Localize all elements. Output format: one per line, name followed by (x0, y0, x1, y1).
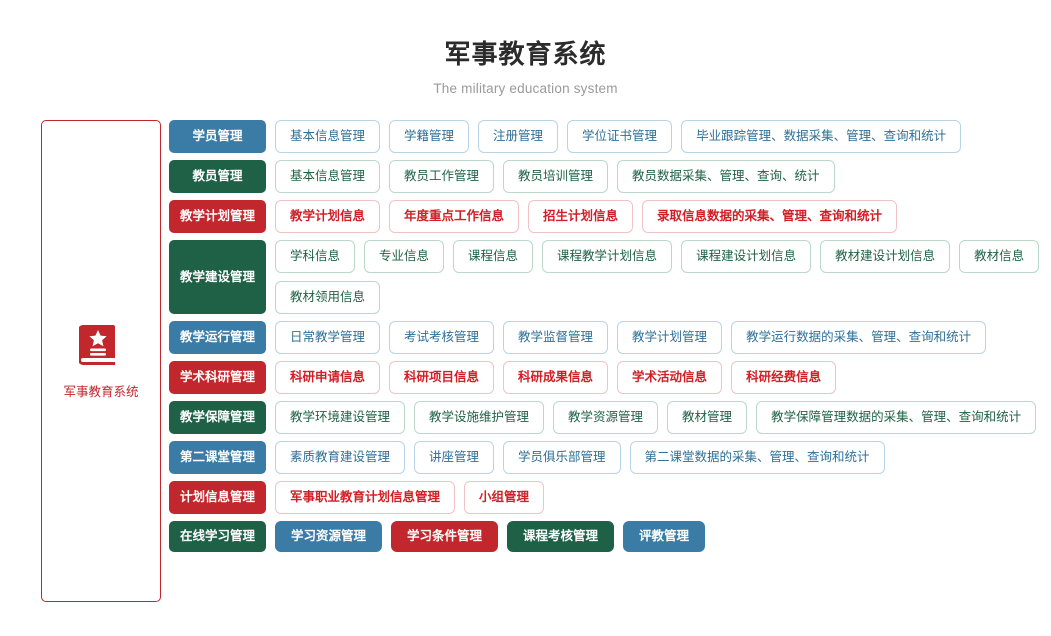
page-subtitle: The military education system (433, 81, 618, 96)
module-item[interactable]: 教员工作管理 (389, 160, 495, 193)
module-item[interactable]: 学习资源管理 (275, 521, 383, 552)
module-row-label[interactable]: 教学建设管理 (169, 240, 266, 314)
module-item[interactable]: 教学监督管理 (503, 321, 609, 354)
module-item[interactable]: 素质教育建设管理 (275, 441, 406, 474)
module-item-list: 基本信息管理学籍管理注册管理学位证书管理毕业跟踪管理、数据采集、管理、查询和统计 (275, 120, 1051, 153)
module-item[interactable]: 教学设施维护管理 (414, 401, 545, 434)
module-row: 教学计划管理教学计划信息年度重点工作信息招生计划信息录取信息数据的采集、管理、查… (169, 200, 1051, 233)
module-item[interactable]: 教学计划管理 (617, 321, 723, 354)
module-row-label[interactable]: 第二课堂管理 (169, 441, 266, 474)
module-row: 教员管理基本信息管理教员工作管理教员培训管理教员数据采集、管理、查询、统计 (169, 160, 1051, 193)
module-item-list: 科研申请信息科研项目信息科研成果信息学术活动信息科研经费信息 (275, 361, 1051, 394)
module-row: 教学运行管理日常教学管理考试考核管理教学监督管理教学计划管理教学运行数据的采集、… (169, 321, 1051, 354)
module-row-label[interactable]: 教员管理 (169, 160, 266, 193)
module-item[interactable]: 评教管理 (623, 521, 706, 552)
module-item[interactable]: 教学计划信息 (275, 200, 381, 233)
module-item[interactable]: 学科信息 (275, 240, 356, 273)
module-item[interactable]: 科研项目信息 (389, 361, 495, 394)
module-rows: 学员管理基本信息管理学籍管理注册管理学位证书管理毕业跟踪管理、数据采集、管理、查… (169, 120, 1051, 552)
module-item[interactable]: 教学环境建设管理 (275, 401, 406, 434)
module-item[interactable]: 学术活动信息 (617, 361, 723, 394)
module-item[interactable]: 教材管理 (667, 401, 748, 434)
module-row: 教学保障管理教学环境建设管理教学设施维护管理教学资源管理教材管理教学保障管理数据… (169, 401, 1051, 434)
module-item[interactable]: 科研成果信息 (503, 361, 609, 394)
module-row: 教学建设管理学科信息专业信息课程信息课程教学计划信息课程建设计划信息教材建设计划… (169, 240, 1051, 314)
module-item[interactable]: 基本信息管理 (275, 160, 381, 193)
module-item[interactable]: 学员俱乐部管理 (503, 441, 621, 474)
module-item[interactable]: 日常教学管理 (275, 321, 381, 354)
module-row-label[interactable]: 在线学习管理 (169, 521, 266, 552)
module-item[interactable]: 教员数据采集、管理、查询、统计 (617, 160, 835, 193)
module-row: 学员管理基本信息管理学籍管理注册管理学位证书管理毕业跟踪管理、数据采集、管理、查… (169, 120, 1051, 153)
module-item[interactable]: 第二课堂数据的采集、管理、查询和统计 (629, 441, 885, 474)
module-item[interactable]: 学习条件管理 (391, 521, 499, 552)
module-item[interactable]: 录取信息数据的采集、管理、查询和统计 (642, 200, 898, 233)
module-item[interactable]: 教材信息 (959, 240, 1040, 273)
module-item-list: 日常教学管理考试考核管理教学监督管理教学计划管理教学运行数据的采集、管理、查询和… (275, 321, 1051, 354)
module-item[interactable]: 教学资源管理 (553, 401, 659, 434)
module-item[interactable]: 小组管理 (464, 481, 545, 514)
module-row: 在线学习管理学习资源管理学习条件管理课程考核管理评教管理 (169, 521, 1051, 552)
module-item-list: 学习资源管理学习条件管理课程考核管理评教管理 (275, 521, 1051, 552)
module-item[interactable]: 注册管理 (478, 120, 559, 153)
page-title: 军事教育系统 (444, 39, 607, 69)
module-item-list: 教学环境建设管理教学设施维护管理教学资源管理教材管理教学保障管理数据的采集、管理… (275, 401, 1051, 434)
module-item[interactable]: 科研申请信息 (275, 361, 381, 394)
module-item-list: 学科信息专业信息课程信息课程教学计划信息课程建设计划信息教材建设计划信息教材信息… (275, 240, 1051, 314)
module-item[interactable]: 教员培训管理 (503, 160, 609, 193)
module-item[interactable]: 学位证书管理 (567, 120, 673, 153)
module-item[interactable]: 年度重点工作信息 (389, 200, 520, 233)
module-item[interactable]: 课程信息 (453, 240, 534, 273)
module-row-label[interactable]: 教学运行管理 (169, 321, 266, 354)
module-item[interactable]: 毕业跟踪管理、数据采集、管理、查询和统计 (681, 120, 962, 153)
module-row: 计划信息管理军事职业教育计划信息管理小组管理 (169, 481, 1051, 514)
system-card[interactable]: 军事教育系统 (41, 120, 161, 602)
module-row-label[interactable]: 计划信息管理 (169, 481, 266, 514)
module-item[interactable]: 基本信息管理 (275, 120, 381, 153)
module-item[interactable]: 课程考核管理 (507, 521, 615, 552)
module-row-label[interactable]: 教学计划管理 (169, 200, 266, 233)
module-item-list: 军事职业教育计划信息管理小组管理 (275, 481, 1051, 514)
module-row: 第二课堂管理素质教育建设管理讲座管理学员俱乐部管理第二课堂数据的采集、管理、查询… (169, 441, 1051, 474)
module-row-label[interactable]: 学员管理 (169, 120, 266, 153)
book-star-icon (78, 322, 123, 373)
module-row-label[interactable]: 学术科研管理 (169, 361, 266, 394)
module-item[interactable]: 课程建设计划信息 (681, 240, 812, 273)
module-item[interactable]: 教材领用信息 (275, 281, 381, 314)
module-item[interactable]: 专业信息 (364, 240, 445, 273)
module-item[interactable]: 教学保障管理数据的采集、管理、查询和统计 (756, 401, 1037, 434)
module-item[interactable]: 讲座管理 (414, 441, 495, 474)
module-row-label[interactable]: 教学保障管理 (169, 401, 266, 434)
page-header: 军事教育系统 The military education system (0, 0, 1051, 96)
module-item[interactable]: 招生计划信息 (528, 200, 634, 233)
system-card-label: 军事教育系统 (63, 385, 139, 399)
module-item[interactable]: 军事职业教育计划信息管理 (275, 481, 456, 514)
module-item[interactable]: 教学运行数据的采集、管理、查询和统计 (731, 321, 987, 354)
module-row: 学术科研管理科研申请信息科研项目信息科研成果信息学术活动信息科研经费信息 (169, 361, 1051, 394)
module-item[interactable]: 课程教学计划信息 (542, 240, 673, 273)
module-item[interactable]: 学籍管理 (389, 120, 470, 153)
module-item[interactable]: 教材建设计划信息 (820, 240, 951, 273)
module-item-list: 素质教育建设管理讲座管理学员俱乐部管理第二课堂数据的采集、管理、查询和统计 (275, 441, 1051, 474)
content-area: 军事教育系统 学员管理基本信息管理学籍管理注册管理学位证书管理毕业跟踪管理、数据… (0, 96, 1051, 602)
module-item[interactable]: 科研经费信息 (731, 361, 837, 394)
module-item-list: 教学计划信息年度重点工作信息招生计划信息录取信息数据的采集、管理、查询和统计 (275, 200, 1051, 233)
module-item-list: 基本信息管理教员工作管理教员培训管理教员数据采集、管理、查询、统计 (275, 160, 1051, 193)
module-item[interactable]: 考试考核管理 (389, 321, 495, 354)
